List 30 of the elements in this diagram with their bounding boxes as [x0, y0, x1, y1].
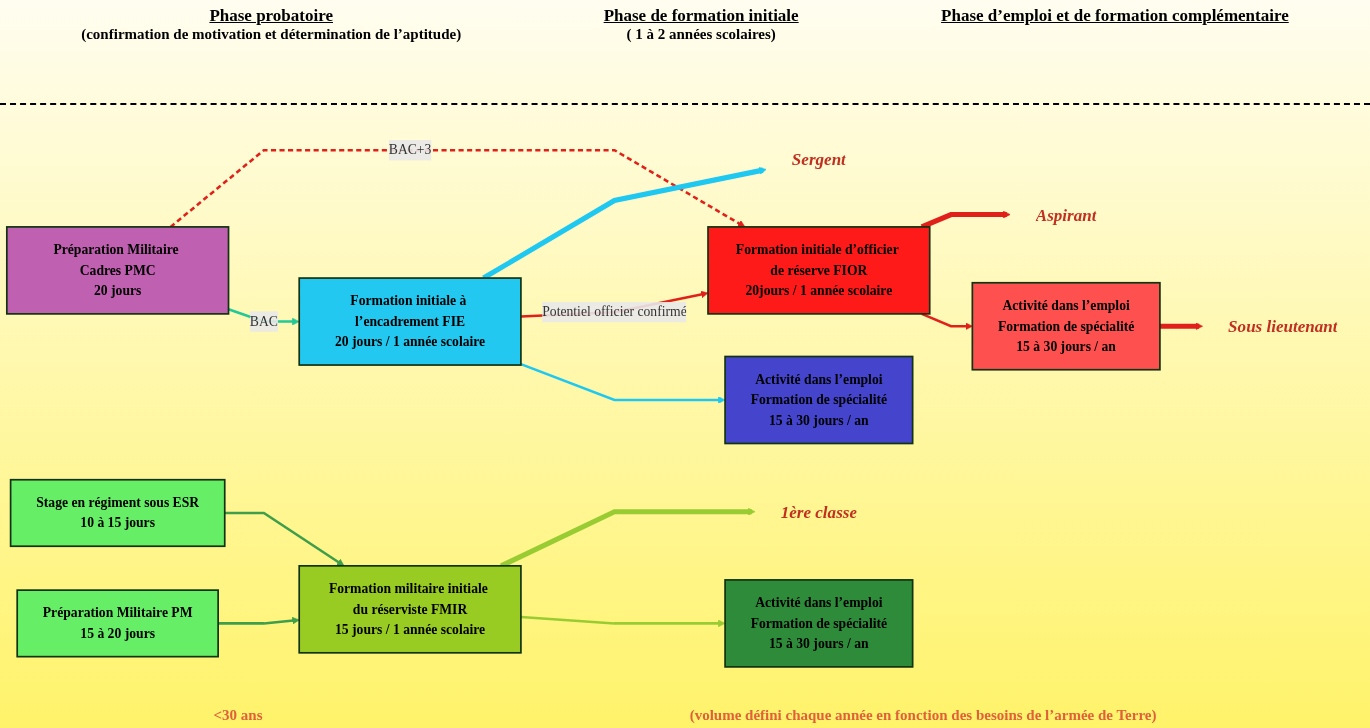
edge-label: BAC+3	[388, 142, 432, 157]
arrow	[1159, 322, 1203, 330]
arrow	[218, 616, 300, 625]
node-box: Stage en régiment sous ESR 10 à 15 jours	[9, 478, 226, 548]
phase-heading: Phase probatoire	[208, 6, 334, 26]
node-box: Formation initiale d’officier de réserve FIOR 20jours / 1 année scolaire	[707, 226, 931, 315]
phase-subtitle: ( 1 à 2 années scolaires)	[625, 26, 777, 43]
phase-heading: Phase d’emploi et de formation complémentaire	[941, 6, 1289, 26]
arrow	[921, 312, 973, 330]
phase-heading: Phase de formation initiale	[603, 6, 799, 26]
node-box: Préparation Militaire PM 15 à 20 jours	[16, 589, 219, 658]
node-text: Aspirant	[1035, 205, 1097, 224]
node-box: Formation militaire initiale du réserviste FMIR 15 jours / 1 année scolaire	[298, 565, 522, 654]
node-box: Activité dans l’emploi Formation de spécialité 15 à 30 jours / an	[724, 355, 914, 445]
note-text: (volume défini chaque année en fonction des besoins de l’armée de Terre)	[689, 707, 1157, 724]
note-text: <30 ans	[213, 707, 263, 724]
node-text: Sergent	[791, 149, 846, 169]
edge-label: Potentiel officier confirmé	[542, 304, 687, 319]
phase-subtitle: (confirmation de motivation et détermination de l’aptitude)	[81, 26, 462, 43]
node-box: Formation initiale à l’encadrement FIE 20 jours / 1 année scolaire	[298, 277, 522, 366]
arrow	[520, 362, 726, 404]
node-box: Préparation Militaire Cadres PMC 20 jours	[5, 226, 230, 315]
node-box: Activité dans l’emploi Formation de spécialité 15 à 30 jours / an	[971, 281, 1161, 371]
arrow	[520, 615, 726, 628]
node-box: Activité dans l’emploi Formation de spécialité 15 à 30 jours / an	[724, 579, 914, 668]
arrow	[169, 148, 746, 228]
edge-label: BAC	[249, 313, 278, 329]
node-text: 1ère classe	[780, 502, 857, 522]
arrow	[224, 511, 345, 567]
node-text: Sous lieutenant	[1228, 316, 1338, 336]
